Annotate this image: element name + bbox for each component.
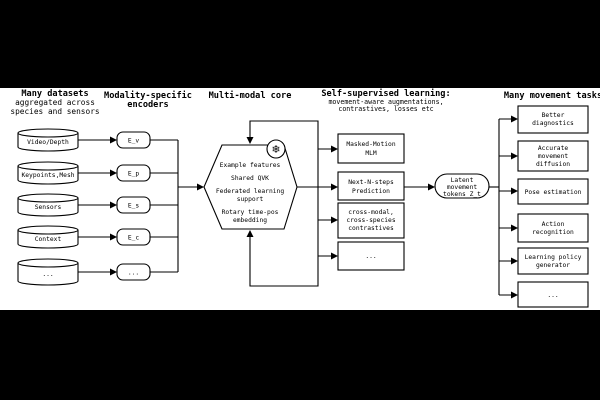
core-line: embedding xyxy=(233,217,267,224)
dataset-video-depth: Video/Depth xyxy=(17,128,79,152)
objective-label: ... xyxy=(365,253,376,260)
header-tasks: Many movement tasks xyxy=(504,91,600,101)
task-action-recognition: Action recognition xyxy=(517,213,589,243)
encoder-e-v: E_v xyxy=(116,131,151,149)
latent-task-split xyxy=(489,115,518,299)
core-line: Federated learning xyxy=(216,188,284,195)
diagram-canvas: Many datasets aggregated across species … xyxy=(0,88,600,310)
objective-label: Next-N-steps xyxy=(348,179,394,186)
header-ssl-sub-line-1: movement-aware augmentations, xyxy=(328,98,443,106)
latent-label: tokens Z_t xyxy=(443,191,481,198)
header-ssl: Self-supervised learning: movement-aware… xyxy=(321,88,450,113)
objective-label: MLM xyxy=(365,150,377,157)
objective-label: Prediction xyxy=(352,188,390,195)
header-tasks-line-1: Many movement tasks xyxy=(504,91,600,101)
encoder-label: E_p xyxy=(128,171,140,178)
header-encoders: Modality-specific encoders xyxy=(104,90,192,110)
task-label: Accurate xyxy=(538,145,569,152)
dataset-more: ... xyxy=(17,258,79,286)
dataset-encoder-arrows xyxy=(78,136,117,276)
task-pose-estimation: Pose estimation xyxy=(517,178,589,205)
objective-label: cross-modal, xyxy=(348,209,394,216)
encoder-e-c: E_c xyxy=(116,228,151,246)
objective-next-n-steps: Next-N-steps Prediction xyxy=(337,171,405,201)
task-label: diagnostics xyxy=(532,120,574,127)
core-line: Example features xyxy=(220,162,281,169)
header-encoders-line-1: Modality-specific xyxy=(104,90,192,101)
core-line: Shared QVK xyxy=(231,175,269,182)
header-core: Multi-modal core xyxy=(209,90,292,101)
multi-modal-core: ❄ Example features Shared QVK Federated … xyxy=(203,139,298,230)
dataset-label: Keypoints,Mesh xyxy=(21,172,74,179)
objective-label: contrastives xyxy=(348,225,394,232)
core-line: Rotary time-pos xyxy=(222,209,279,216)
task-label: ... xyxy=(547,292,558,299)
top-feedback-arrow xyxy=(246,120,319,144)
objective-contrastives: cross-modal, cross-species contrastives xyxy=(337,202,405,239)
header-datasets: Many datasets aggregated across species … xyxy=(10,89,99,116)
objective-masked-motion: Masked-Motion MLM xyxy=(337,133,405,164)
bottom-feedback-arrow xyxy=(246,230,319,287)
task-label: Better xyxy=(542,112,565,119)
task-movement-diffusion: Accurate movement diffusion xyxy=(517,140,589,172)
header-datasets-line-3: species and sensors xyxy=(10,107,99,116)
snowflake-icon-ring xyxy=(266,139,286,159)
encoder-e-s: E_s xyxy=(116,196,151,214)
dataset-label: ... xyxy=(42,271,53,278)
dataset-label: Context xyxy=(35,236,62,243)
header-datasets-line-1: Many datasets xyxy=(21,89,88,99)
header-ssl-sub-line-2: contrastives, losses etc xyxy=(338,105,433,113)
encoder-more: ... xyxy=(116,263,151,281)
dataset-context: Context xyxy=(17,225,79,249)
task-label: movement xyxy=(538,153,569,160)
header-encoders-line-2: encoders xyxy=(127,100,168,110)
task-better-diagnostics: Better diagnostics xyxy=(517,105,589,134)
objective-more: ... xyxy=(337,241,405,271)
task-learning-policy: Learning policy generator xyxy=(517,247,589,275)
dataset-keypoints-mesh: Keypoints,Mesh xyxy=(17,161,79,185)
task-label: Action xyxy=(542,221,565,228)
feedback-loops xyxy=(246,120,319,287)
encoder-e-p: E_p xyxy=(116,164,151,182)
encoder-label: E_v xyxy=(128,138,140,145)
encoder-label: ... xyxy=(128,270,139,277)
task-label: recognition xyxy=(532,229,574,236)
task-label: Learning policy xyxy=(525,254,582,261)
encoder-label: E_c xyxy=(128,235,140,242)
latent-tokens: Latent movement tokens Z_t xyxy=(434,173,490,199)
task-more: ... xyxy=(517,281,589,308)
dataset-label: Sensors xyxy=(35,204,62,211)
dataset-label: Video/Depth xyxy=(27,139,69,146)
latent-label: movement xyxy=(447,184,478,191)
encoder-label: E_s xyxy=(128,203,140,210)
task-label: generator xyxy=(536,262,570,269)
dataset-sensors: Sensors xyxy=(17,193,79,217)
core-line: support xyxy=(237,196,264,203)
objective-label: cross-species xyxy=(346,217,395,224)
objective-label: Masked-Motion xyxy=(346,141,395,148)
task-label: Pose estimation xyxy=(525,189,582,196)
core-objective-split xyxy=(297,132,338,266)
latent-label: Latent xyxy=(451,177,474,184)
snowflake-icon: ❄ xyxy=(271,144,280,156)
task-label: diffusion xyxy=(536,161,570,168)
encoder-core-merge xyxy=(150,139,204,273)
architecture-diagram: Many datasets aggregated across species … xyxy=(10,88,600,308)
header-datasets-line-2: aggregated across xyxy=(15,98,95,107)
header-ssl-line-1: Self-supervised learning: xyxy=(321,88,450,99)
header-core-line-1: Multi-modal core xyxy=(209,90,292,101)
